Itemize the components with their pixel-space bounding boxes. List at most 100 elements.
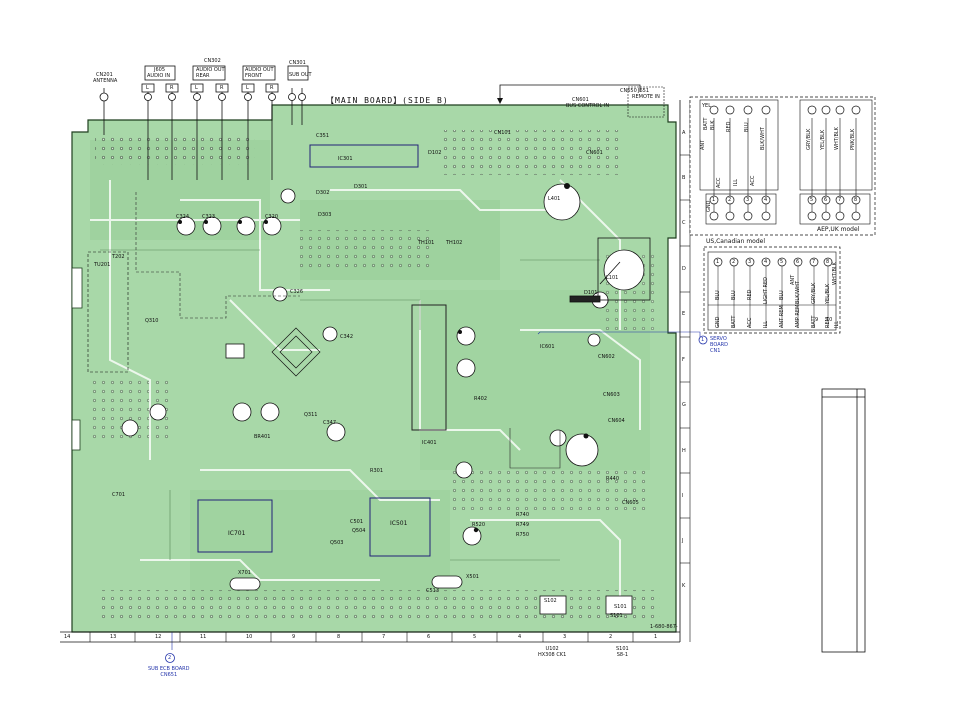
conn2-pin-5: 5: [780, 259, 784, 265]
label-x701: X701: [238, 570, 251, 576]
lr-l3: L: [246, 85, 249, 91]
col-2: 2: [609, 634, 613, 640]
conn1-label-ill: ILL: [733, 178, 739, 186]
label-ic401: IC401: [422, 440, 437, 446]
label-c351: C351: [316, 133, 330, 139]
conn1-label-blu: BLU: [744, 122, 750, 132]
label-ic501: IC501: [390, 520, 408, 527]
label-c324: C324: [176, 214, 190, 220]
conn2-pin-7: 7: [812, 259, 816, 265]
conn1-label-blkwht: BLK/WHT: [760, 127, 766, 150]
conn2-label-7: YEL/BLK: [825, 283, 831, 304]
conn2-pin-2: 2: [732, 259, 736, 265]
s101-label: S101: [610, 613, 623, 619]
col-4: 4: [518, 634, 522, 640]
conn1-pin-1: 1: [712, 197, 716, 203]
conn2-pin-9: 9: [815, 317, 819, 323]
row-letter-k: K: [682, 583, 686, 589]
lr-r1: R: [170, 85, 174, 91]
conn1-label-whtblk: WHT/BLK: [834, 127, 840, 150]
sub-ecb-ref: 2: [168, 655, 172, 661]
label-t202: T202: [112, 254, 125, 260]
conn2-label-6: GRY/BLK: [811, 282, 817, 304]
conn1-pin-6: 6: [824, 197, 828, 203]
row-letter-h: H: [682, 448, 686, 454]
j651-ref: J651: [638, 88, 650, 94]
label-cn101: CN101: [494, 130, 511, 136]
label-cn603: CN603: [603, 392, 620, 398]
col-1: 1: [654, 634, 658, 640]
label-d303: D303: [318, 212, 332, 218]
label-c320: C320: [265, 214, 279, 220]
conn2-row2-0: GND: [715, 316, 721, 328]
conn1-label-gryblk: GRY/BLK: [806, 128, 812, 150]
cn201-name: ANTENNA: [93, 78, 118, 84]
cn601-ref: CN601: [572, 97, 589, 103]
sub-ecb-label: SUB ECB BOARD CN651: [148, 666, 190, 678]
label-cn601b: CN601: [586, 150, 603, 156]
servo-board-label: SERVO BOARD CN1: [710, 336, 728, 354]
label-q311: Q311: [304, 412, 318, 418]
label-r740: R740: [516, 512, 530, 518]
col-8: 8: [337, 634, 341, 640]
conn2-row2-5: AMP REM: [795, 304, 801, 328]
col-11: 11: [200, 634, 207, 640]
blank-table: [822, 389, 865, 652]
label-r520: R520: [472, 522, 486, 528]
row-letter-a: A: [682, 130, 686, 136]
label-cn604: CN604: [608, 418, 625, 424]
conn2-label-8: ANT: [790, 274, 796, 285]
row-letter-f: F: [682, 357, 685, 363]
conn1-pin-4: 4: [764, 197, 768, 203]
label-r402: R402: [474, 396, 488, 402]
conn1-label-ant: ANT: [700, 139, 706, 150]
col-6: 6: [427, 634, 431, 640]
label-x501: X501: [466, 574, 479, 580]
label-q503: Q503: [330, 540, 344, 546]
conn2-label-4: BLU: [779, 290, 785, 300]
conn1-label-blk: BLK: [710, 120, 716, 131]
audio-out-front: AUDIO OUT FRONT: [245, 67, 274, 79]
row-letter-j: J: [682, 538, 684, 544]
cn301-ref: CN301: [289, 60, 306, 66]
cn601-name: BUS CONTROL IN: [566, 103, 610, 109]
label-ic301: IC301: [338, 156, 353, 162]
conn1-label-acc: ACC: [716, 177, 722, 188]
label-ic701: IC701: [228, 530, 246, 537]
conn1-pin-5: 5: [810, 197, 814, 203]
label-d101: D101: [584, 290, 598, 296]
col-3: 3: [563, 634, 567, 640]
label-ic601: IC601: [540, 344, 555, 350]
label-cn602: CN602: [598, 354, 615, 360]
part-number: 1-680-867-: [650, 624, 678, 630]
label-c701: C701: [112, 492, 126, 498]
conn2-label-9: WHT/BLK: [832, 262, 838, 285]
label-l101: L101: [606, 275, 619, 281]
lr-r2: R: [220, 85, 224, 91]
board-title: 【MAIN BOARD】(SIDE B): [326, 96, 449, 105]
label-s101: S101: [614, 604, 627, 610]
conn1-label-yel: YEL: [702, 103, 711, 109]
cn301-name: SUB OUT: [289, 72, 312, 78]
conn1-label-acc2: ACC: [750, 175, 756, 186]
col-9: 9: [292, 634, 296, 640]
u102-label: U102 HX308 CK1: [538, 646, 567, 658]
label-cn605: CN605: [622, 500, 639, 506]
conn2-label-1: BLU: [731, 290, 737, 300]
label-l401: L401: [548, 196, 561, 202]
conn2-model-label: US,Canadian model: [706, 238, 765, 245]
lr-l2: L: [195, 85, 198, 91]
conn1-pin-7: 7: [838, 197, 842, 203]
cn302-ref: CN302: [204, 58, 221, 64]
conn1-label-batt: BATT: [703, 117, 709, 130]
conn2-row2-8: ILL: [834, 320, 840, 328]
col-12: 12: [155, 634, 162, 640]
conn2-row2-3: ILL: [763, 320, 769, 328]
row-letter-c: C: [682, 220, 686, 226]
row-letter-b: B: [682, 175, 686, 181]
label-r750: R750: [516, 532, 530, 538]
conn1-model-label: AEP,UK model: [817, 226, 860, 233]
conn2-row2-2: ACC: [747, 317, 753, 328]
label-r440: R440: [606, 476, 620, 482]
s101b-label: S101 S8-1: [616, 646, 629, 658]
